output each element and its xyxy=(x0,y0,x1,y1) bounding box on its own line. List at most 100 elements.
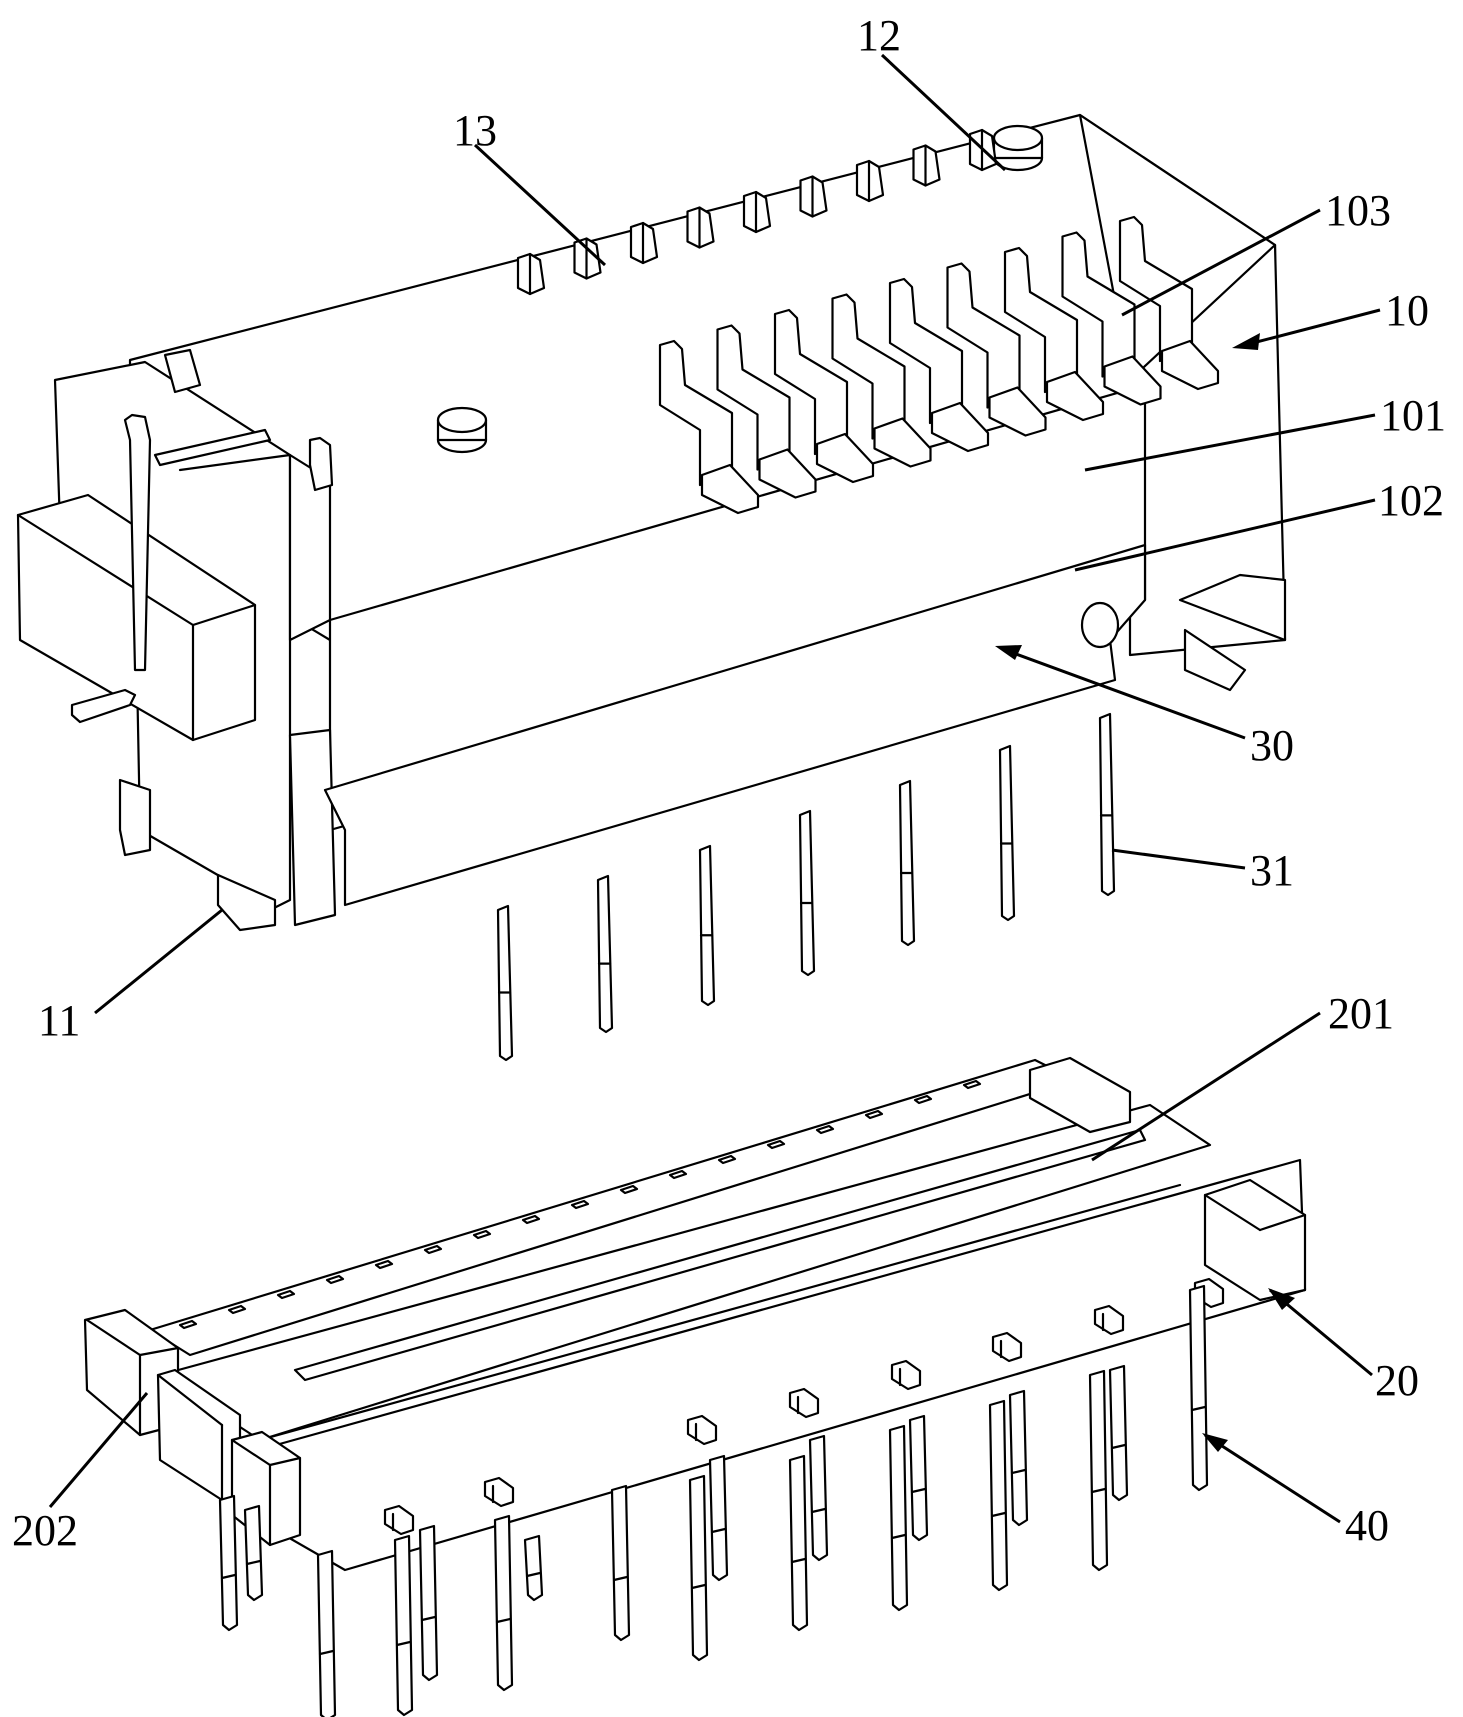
mating-slot xyxy=(293,1128,1147,1382)
lower-pin xyxy=(788,1454,809,1632)
front-terminal-row xyxy=(658,215,1220,515)
housing-right-step xyxy=(1178,573,1287,642)
housing-left-post xyxy=(288,728,337,927)
lower-pin xyxy=(908,1414,929,1542)
mounting-foot-left xyxy=(118,778,152,857)
lower-pin xyxy=(1008,1389,1029,1527)
leader-31 xyxy=(1111,848,1246,870)
label-103: 103 xyxy=(1325,186,1391,235)
lower-pin xyxy=(1188,1284,1209,1492)
rail-bump xyxy=(276,1289,296,1300)
lower-pin-step xyxy=(890,1533,907,1540)
rail-bump xyxy=(717,1154,737,1165)
label-40: 40 xyxy=(1345,1501,1389,1550)
rail-bump xyxy=(521,1214,541,1225)
lower-pin-step xyxy=(1010,1468,1027,1475)
front-terminal xyxy=(1003,246,1079,394)
lower-pin xyxy=(888,1424,909,1612)
lower-pin-step xyxy=(318,1649,335,1656)
leader-202 xyxy=(48,1392,149,1508)
label-11: 11 xyxy=(38,996,80,1045)
front-terminal xyxy=(831,293,906,440)
rail-bump xyxy=(619,1184,639,1195)
rail-bump xyxy=(766,1139,786,1150)
arrow-10 xyxy=(1232,333,1260,350)
lower-pin xyxy=(808,1434,829,1562)
top-left-latch xyxy=(163,348,202,394)
lower-pin-step xyxy=(710,1527,727,1534)
lower-pin-step xyxy=(1110,1443,1127,1450)
front-terminal-foot xyxy=(988,386,1047,437)
housing-left-inner xyxy=(178,453,332,642)
rail-bump xyxy=(815,1124,835,1135)
terminal-pin xyxy=(898,779,916,947)
leader-10 xyxy=(1244,308,1381,347)
arrow-20 xyxy=(1268,1288,1295,1310)
front-terminal xyxy=(1061,231,1136,378)
lower-pin xyxy=(243,1504,264,1602)
housing-latch-tab xyxy=(70,688,137,724)
terminal-pin xyxy=(1098,712,1116,897)
lower-terminal-pins xyxy=(218,1284,1209,1717)
terminal-pin xyxy=(998,744,1016,922)
terminal-pin xyxy=(798,809,816,977)
housing-small-post xyxy=(308,436,334,492)
leader-40 xyxy=(1204,1433,1341,1524)
lower-pin-step xyxy=(612,1575,629,1582)
rail-bump xyxy=(227,1304,247,1315)
front-terminal-foot xyxy=(873,417,932,468)
rail-bump xyxy=(913,1094,933,1105)
arrow-30 xyxy=(995,645,1022,660)
lower-pin xyxy=(708,1454,729,1582)
leader-12 xyxy=(880,53,1007,172)
lower-pin-step xyxy=(1090,1487,1107,1494)
rail-bump xyxy=(864,1109,884,1120)
label-10: 10 xyxy=(1385,286,1429,335)
callouts: 12 13 103 10 101 102 30 31 11 201 20 xyxy=(12,11,1446,1555)
lower-pin xyxy=(1108,1364,1129,1502)
lower-pin xyxy=(988,1399,1009,1592)
lower-pin xyxy=(610,1484,631,1642)
lower-pin-step xyxy=(790,1557,807,1564)
rail-bump xyxy=(178,1319,198,1330)
housing-latch-arm xyxy=(123,413,152,672)
lower-pin xyxy=(688,1474,709,1662)
lower-pin-step xyxy=(810,1507,827,1514)
rail-bump xyxy=(325,1274,345,1285)
lower-pin-step xyxy=(395,1640,412,1647)
lower-pin xyxy=(523,1534,544,1602)
lower-pin-step xyxy=(420,1615,437,1622)
front-terminal xyxy=(1118,215,1194,363)
terminal-pin xyxy=(698,844,716,1007)
lower-pin xyxy=(393,1534,414,1717)
front-terminal-foot xyxy=(815,432,875,484)
label-202: 202 xyxy=(12,1506,78,1555)
front-terminal xyxy=(716,324,791,471)
center-post-top xyxy=(436,406,488,434)
lower-pin-step xyxy=(495,1617,512,1624)
front-terminal xyxy=(946,262,1021,409)
label-12: 12 xyxy=(857,11,901,60)
lower-pin-step xyxy=(690,1583,707,1590)
lower-pin xyxy=(316,1549,337,1717)
label-102: 102 xyxy=(1378,476,1444,525)
arrow-40 xyxy=(1202,1433,1228,1452)
rail-bump xyxy=(962,1079,982,1090)
front-terminal-foot xyxy=(758,448,817,499)
label-30: 30 xyxy=(1250,721,1294,770)
first-housing xyxy=(16,113,1287,932)
lower-pin-step xyxy=(910,1487,927,1494)
lower-pin-step xyxy=(220,1573,237,1580)
front-terminal-foot xyxy=(1160,339,1220,391)
terminal-pins xyxy=(496,712,1116,1062)
terminal-pin xyxy=(496,904,514,1062)
locating-post xyxy=(992,124,1044,172)
upper-terminal-row xyxy=(516,128,998,296)
lower-pin xyxy=(1088,1369,1109,1572)
rail-bump xyxy=(668,1169,688,1180)
label-13: 13 xyxy=(453,106,497,155)
rail-bump xyxy=(374,1259,394,1270)
right-back-block xyxy=(1028,1056,1132,1134)
lower-pin-step xyxy=(245,1559,262,1566)
